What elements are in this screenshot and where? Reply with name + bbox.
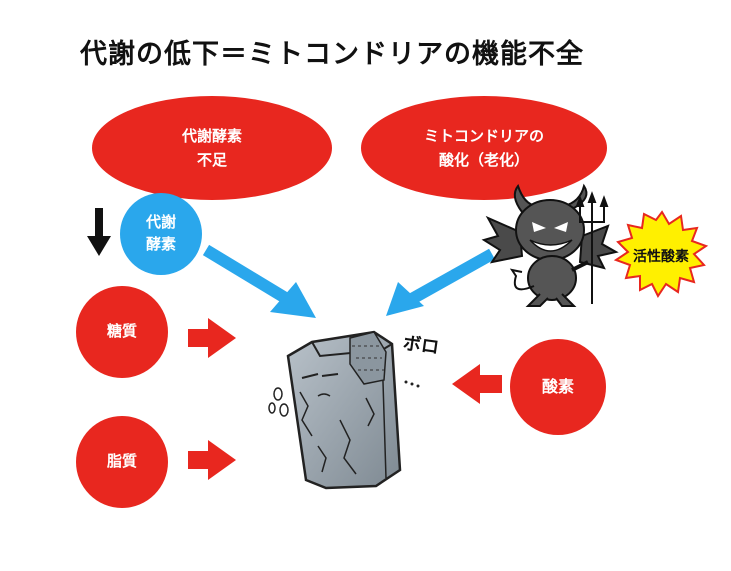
oxygen-label: 酸素 — [541, 377, 574, 397]
sugar-arrow — [188, 318, 236, 358]
metabolic-enzyme-circle: 代謝 酵素 — [120, 193, 202, 275]
enzyme-shortage-ellipse: 代謝酵素 不足 — [92, 96, 332, 200]
enzyme-shortage-line1: 代謝酵素 — [181, 127, 242, 145]
metabolic-enzyme-line1: 代謝 — [145, 213, 176, 232]
oxygen-arrow — [452, 364, 502, 404]
active-oxygen-starburst — [613, 210, 709, 298]
sugar-circle: 糖質 — [76, 286, 168, 378]
trident-icon — [575, 191, 609, 304]
metabolic-enzyme-line2: 酵素 — [145, 235, 176, 253]
sound-effect-text: ボロ — [402, 333, 441, 359]
devil-icon — [481, 183, 619, 307]
decrease-arrow — [87, 208, 111, 256]
mito-oxidation-line1: ミトコンドリアの — [423, 127, 544, 145]
fat-arrow — [188, 440, 236, 480]
active-oxygen-label: 活性酸素 — [633, 248, 689, 265]
blue-arrow-right — [386, 248, 495, 316]
page-title: 代謝の低下＝ミトコンドリアの機能不全 — [80, 39, 584, 70]
mitochondria-character — [268, 330, 420, 490]
fat-circle: 脂質 — [76, 416, 168, 508]
sugar-label: 糖質 — [106, 322, 137, 341]
oxygen-circle: 酸素 — [510, 339, 606, 435]
blue-arrow-left — [202, 244, 316, 318]
mito-oxidation-line2: 酸化（老化） — [438, 151, 529, 169]
fat-label: 脂質 — [106, 452, 137, 471]
mito-oxidation-ellipse: ミトコンドリアの 酸化（老化） — [361, 96, 607, 200]
enzyme-shortage-line2: 不足 — [196, 151, 227, 169]
